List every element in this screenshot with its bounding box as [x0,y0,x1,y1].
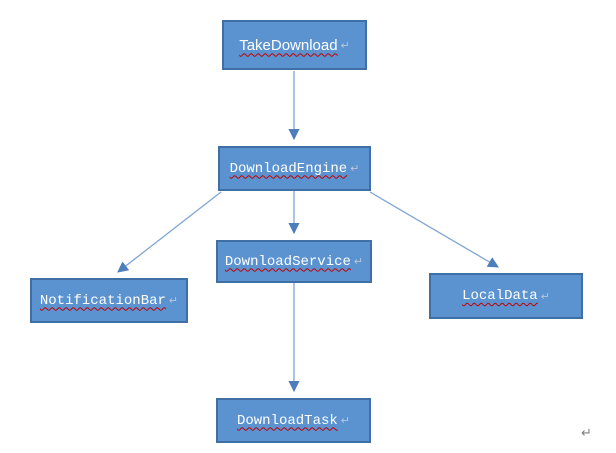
node-download-engine[interactable]: DownloadEngine ↵ [218,146,371,191]
node-label: DownloadService [224,253,351,270]
node-label: DownloadEngine [229,160,348,177]
page-return-mark-icon: ↵ [581,426,592,441]
paragraph-mark-icon: ↵ [340,39,350,52]
node-notification-bar[interactable]: NotificationBar ↵ [30,278,188,323]
paragraph-mark-icon: ↵ [353,256,364,268]
node-label: LocalData [462,288,538,304]
node-download-service[interactable]: DownloadService ↵ [216,240,372,283]
paragraph-mark-icon: ↵ [168,295,179,307]
node-take-download[interactable]: TakeDownload ↵ [222,20,367,70]
paragraph-mark-icon: ↵ [540,290,550,303]
paragraph-mark-icon: ↵ [350,163,360,175]
node-local-data[interactable]: LocalData ↵ [429,273,583,319]
edge-downloadengine-to-notificationbar [117,191,222,273]
paragraph-mark-icon: ↵ [340,415,351,427]
edge-downloadengine-to-localdata [369,191,499,268]
node-label: DownloadTask [236,412,338,429]
node-label: NotificationBar [39,292,166,309]
node-download-task[interactable]: DownloadTask ↵ [216,398,371,443]
node-label: TakeDownload [239,36,338,54]
